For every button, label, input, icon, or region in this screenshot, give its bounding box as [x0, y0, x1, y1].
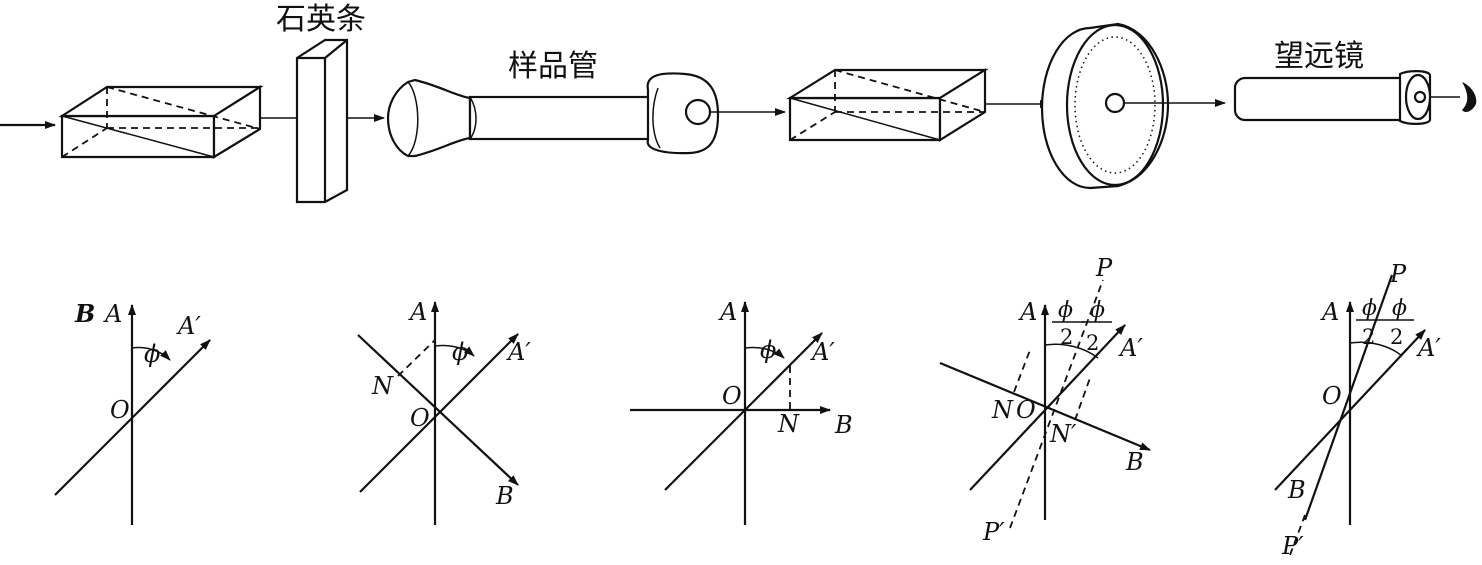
d4-label-N-prime: N′ — [1049, 420, 1077, 448]
d5-label-A-prime: A′ — [1416, 334, 1441, 362]
d2-label-N: N — [371, 372, 394, 400]
telescope — [1233, 70, 1432, 125]
quartz-strip — [295, 38, 349, 204]
d5-label-A: A — [1320, 298, 1339, 326]
d1-label-A-prime: A′ — [176, 312, 201, 340]
analyzer-prism — [786, 68, 989, 142]
d4-label-two-1: 2 — [1060, 325, 1073, 349]
d1-label-phi: ϕ — [144, 340, 160, 368]
d3-label-A: A — [718, 298, 737, 326]
d4-label-N: N — [991, 396, 1014, 424]
vector-diagram-5: A P ϕ 2 ϕ 2 A′ O B P′ — [1274, 260, 1441, 560]
d2-label-B: B — [495, 482, 514, 510]
d5-label-phi-2: ϕ — [1392, 296, 1407, 321]
d2-label-A: A — [408, 298, 427, 326]
d4-label-A-prime: A′ — [1118, 334, 1143, 362]
d4-label-A: A — [1018, 298, 1037, 326]
vector-diagram-2: A A′ ϕ N O B — [357, 298, 531, 525]
d4-label-B: B — [1125, 448, 1144, 476]
d5-label-two-2: 2 — [1390, 325, 1403, 349]
d3-label-N: N — [777, 410, 800, 438]
telescope-label: 望远镜 — [1274, 39, 1364, 74]
d4-label-phi-2: ϕ — [1090, 298, 1105, 323]
d4-label-P-prime: P′ — [982, 518, 1005, 546]
d3-label-phi: ϕ — [760, 336, 776, 364]
eye-icon — [1462, 82, 1477, 112]
d4-label-O: O — [1016, 396, 1036, 424]
d3-label-B: B — [834, 411, 853, 439]
polarizer-prism — [58, 85, 264, 159]
apparatus: 石英条 样品管 — [0, 2, 1477, 204]
d4-label-two-2: 2 — [1086, 331, 1099, 355]
d1-label-B: B — [74, 299, 95, 328]
d3-label-O: O — [722, 382, 742, 410]
vector-diagram-1: B A A′ ϕ O — [54, 299, 211, 525]
sample-tube — [386, 72, 720, 158]
d4-label-P: P — [1095, 254, 1113, 282]
vector-diagram-3: A A′ ϕ O N B — [630, 298, 853, 525]
d2-label-phi: ϕ — [452, 338, 468, 366]
d5-label-phi-1: ϕ — [1362, 296, 1377, 321]
graduated-dial — [1040, 22, 1170, 190]
d3-label-A-prime: A′ — [810, 338, 835, 366]
d1-label-A: A — [103, 300, 122, 328]
d5-label-O: O — [1322, 382, 1342, 410]
d1-label-O: O — [110, 396, 130, 424]
sample-tube-label: 样品管 — [508, 49, 598, 84]
d5-label-P-prime: P′ — [1281, 532, 1304, 560]
d5-label-P: P — [1389, 260, 1407, 288]
d5-label-two-1: 2 — [1362, 325, 1375, 349]
d2-label-O: O — [410, 404, 430, 432]
vector-diagram-4: A P ϕ 2 ϕ 2 A′ N O N′ B P′ — [939, 254, 1151, 546]
quartz-label: 石英条 — [276, 2, 366, 37]
d2-label-A-prime: A′ — [506, 338, 531, 366]
d5-label-B: B — [1287, 476, 1306, 504]
d4-label-phi-1: ϕ — [1058, 298, 1073, 323]
